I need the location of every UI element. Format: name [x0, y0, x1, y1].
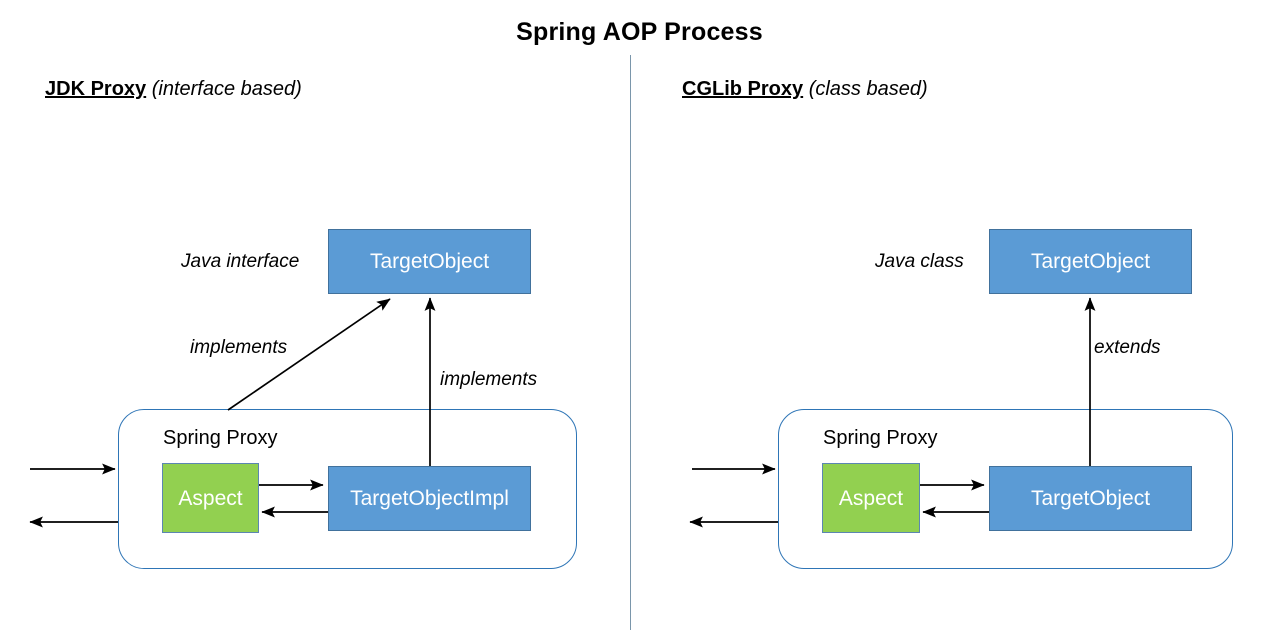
target-object-interface-label: TargetObject: [369, 250, 490, 273]
panel-divider: [630, 55, 631, 630]
java-interface-label: Java interface: [181, 251, 300, 272]
spring-proxy-label-left: Spring Proxy: [163, 427, 278, 449]
left-panel-header-sub: (interface based): [151, 78, 302, 100]
aspect-box-right: Aspect: [822, 463, 920, 533]
aspect-box-left: Aspect: [162, 463, 259, 533]
spring-proxy-container-right: [778, 409, 1233, 569]
left-panel-header-main: JDK Proxy: [45, 78, 147, 100]
page-title: Spring AOP Process: [516, 18, 763, 46]
right-panel-header: CGLib Proxy (class based): [682, 78, 928, 101]
target-object-impl-label: TargetObjectImpl: [350, 487, 509, 510]
java-class-label: Java class: [875, 251, 964, 272]
target-object-proxy-box: TargetObject: [989, 466, 1192, 531]
target-object-proxy-label: TargetObject: [1030, 487, 1151, 510]
aspect-label-left: Aspect: [178, 486, 243, 510]
right-panel-header-sub: (class based): [808, 78, 928, 100]
target-object-class-label: TargetObject: [1030, 250, 1151, 273]
target-object-class-box: TargetObject: [989, 229, 1192, 294]
right-panel-header-main: CGLib Proxy: [682, 78, 804, 100]
implements-vertical-label: implements: [440, 369, 538, 390]
spring-proxy-label-right: Spring Proxy: [823, 427, 938, 449]
target-object-interface-box: TargetObject: [328, 229, 531, 294]
implements-diagonal-label: implements: [190, 337, 288, 358]
left-panel-header: JDK Proxy (interface based): [45, 78, 302, 101]
target-object-impl-box: TargetObjectImpl: [328, 466, 531, 531]
extends-label: extends: [1094, 337, 1161, 358]
aspect-label-right: Aspect: [838, 486, 904, 510]
